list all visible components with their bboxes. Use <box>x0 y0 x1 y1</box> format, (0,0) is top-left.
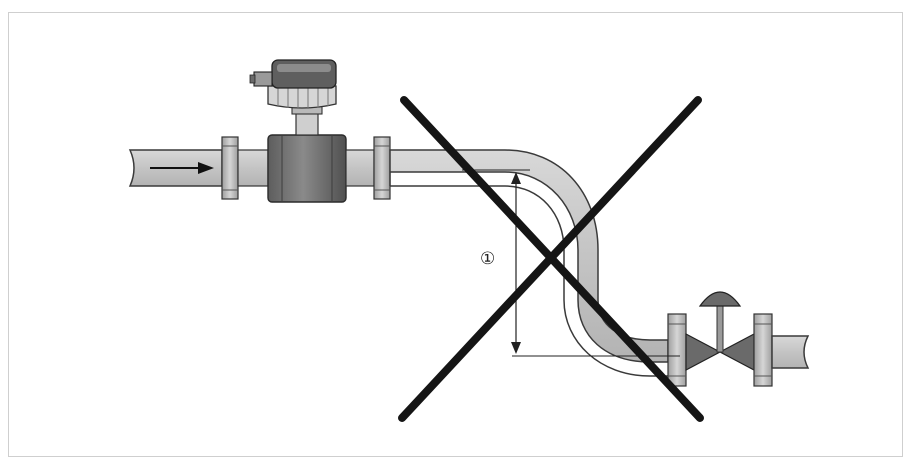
control-valve <box>667 291 810 387</box>
transmitter-head <box>249 59 337 109</box>
cross-out-icon <box>398 96 704 422</box>
arrow-right-icon <box>150 162 214 174</box>
dimension-callout: ① <box>480 249 495 269</box>
meter-flange-left <box>221 136 269 200</box>
flowmeter-body <box>267 105 347 203</box>
meter-flange-right <box>345 136 391 200</box>
